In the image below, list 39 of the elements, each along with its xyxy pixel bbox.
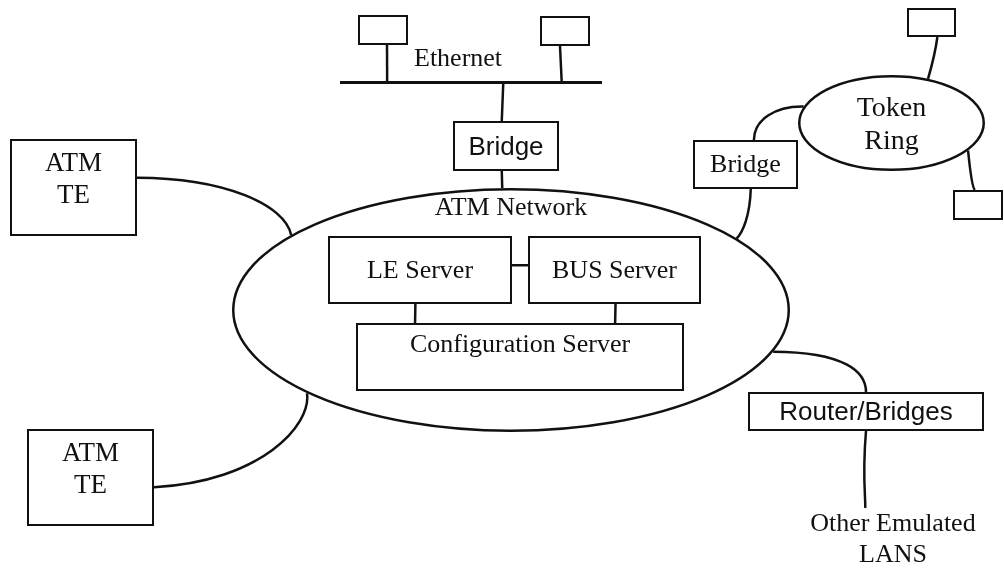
bridge-box: [693, 140, 798, 189]
server-box: [356, 323, 684, 391]
node-label: BUS Server: [552, 254, 677, 286]
server-box: [328, 236, 512, 304]
station-box: [907, 8, 956, 37]
connector-line: [966, 150, 977, 191]
station-box: [358, 15, 408, 45]
connector-line: [413, 303, 417, 324]
node-label: Bridge: [710, 149, 781, 180]
connector-line: [613, 303, 617, 324]
station-box: [540, 16, 590, 46]
node-label: Router/Bridges: [779, 396, 953, 427]
connector-line: [735, 188, 752, 240]
connector-line: [752, 105, 804, 141]
connector-line: [385, 45, 389, 81]
node-label: Bridge: [468, 130, 544, 162]
node-label: ATM TE: [61, 437, 120, 501]
network-label: Ethernet: [414, 44, 503, 73]
connector-line: [136, 176, 293, 236]
node-label: ATM TE: [44, 147, 103, 211]
ethernet-bus-line: [340, 81, 602, 84]
terminal-box: [27, 429, 154, 526]
node-label: Other Emulated LANS: [809, 508, 977, 570]
connector-line: [773, 350, 868, 393]
server-box: [528, 236, 701, 304]
node-label: Configuration Server: [409, 329, 631, 360]
node-label: ATM Network: [434, 192, 588, 223]
connector-line: [558, 45, 563, 82]
node-label: Token Ring: [855, 89, 928, 157]
connector-line: [500, 83, 505, 122]
node-label: LE Server: [366, 254, 474, 286]
bridge-box: [453, 121, 559, 171]
router-box: [748, 392, 984, 431]
connector-line: [926, 36, 939, 80]
connector-line: [153, 393, 309, 489]
connector-line: [862, 430, 868, 509]
station-box: [953, 190, 1003, 220]
terminal-box: [10, 139, 137, 236]
token-ring-ellipse: [798, 75, 985, 171]
